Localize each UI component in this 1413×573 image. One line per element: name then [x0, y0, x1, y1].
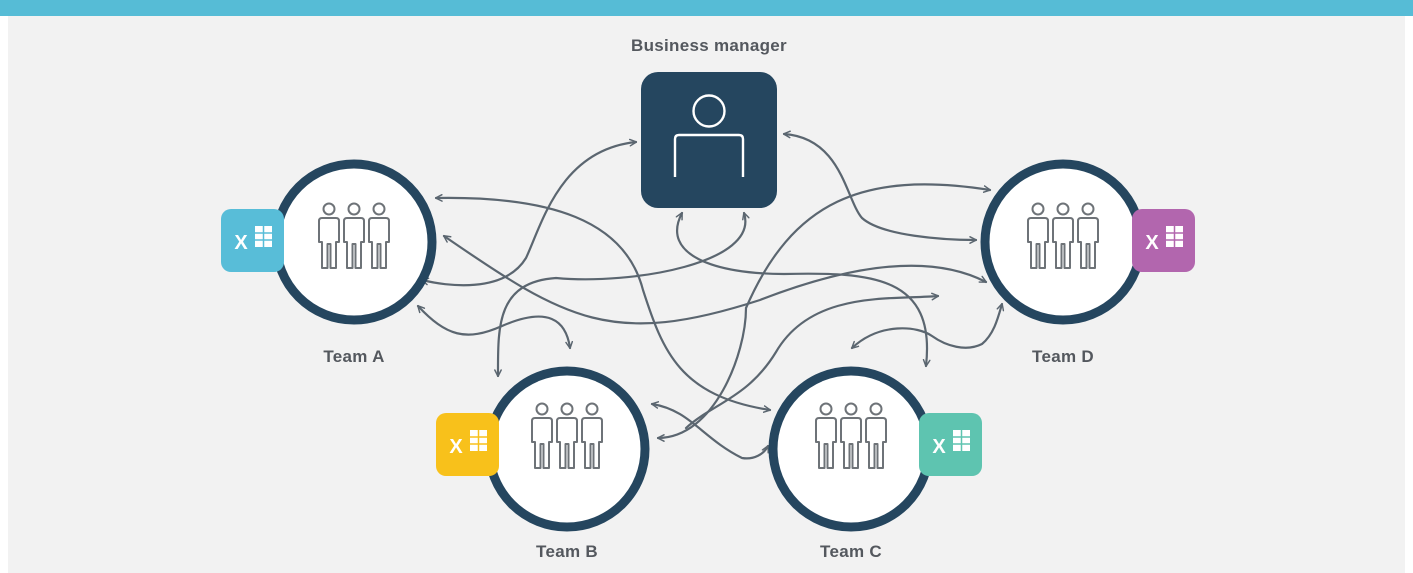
svg-text:X: X: [932, 436, 946, 458]
arrow-team-a-team-d: [442, 234, 988, 325]
team-c-label: Team C: [820, 542, 882, 561]
person-icon: [673, 94, 745, 177]
arrow-team-b-team-d-lower: [684, 292, 940, 430]
svg-text:X: X: [234, 232, 248, 254]
header-bar: [0, 0, 1413, 16]
business-manager-label: Business manager: [631, 36, 787, 55]
excel-spreadsheet-icon: X: [919, 413, 982, 476]
team-d-node: X: [980, 159, 1195, 325]
team-a-node: X: [221, 159, 437, 325]
arrow-manager-team-d: [782, 130, 978, 244]
excel-spreadsheet-icon: X: [1132, 209, 1195, 272]
team-d-label: Team D: [1032, 347, 1094, 366]
arrow-team-b-team-c: [650, 401, 770, 460]
svg-text:X: X: [1145, 232, 1159, 254]
team-a-label: Team A: [323, 347, 385, 366]
business-manager-node: [641, 72, 777, 208]
excel-spreadsheet-icon: X: [436, 413, 499, 476]
arrow-manager-team-c: [675, 211, 931, 368]
connector-arrows: [416, 130, 1005, 460]
svg-text:X: X: [449, 436, 463, 458]
arrow-team-a-team-b: [416, 304, 574, 350]
team-b-node: X: [436, 366, 650, 532]
arrow-manager-team-a: [420, 138, 638, 287]
excel-spreadsheet-icon: X: [221, 209, 284, 272]
arrow-team-c-team-d: [850, 302, 1005, 350]
team-b-label: Team B: [536, 542, 598, 561]
team-c-node: X: [768, 366, 982, 532]
